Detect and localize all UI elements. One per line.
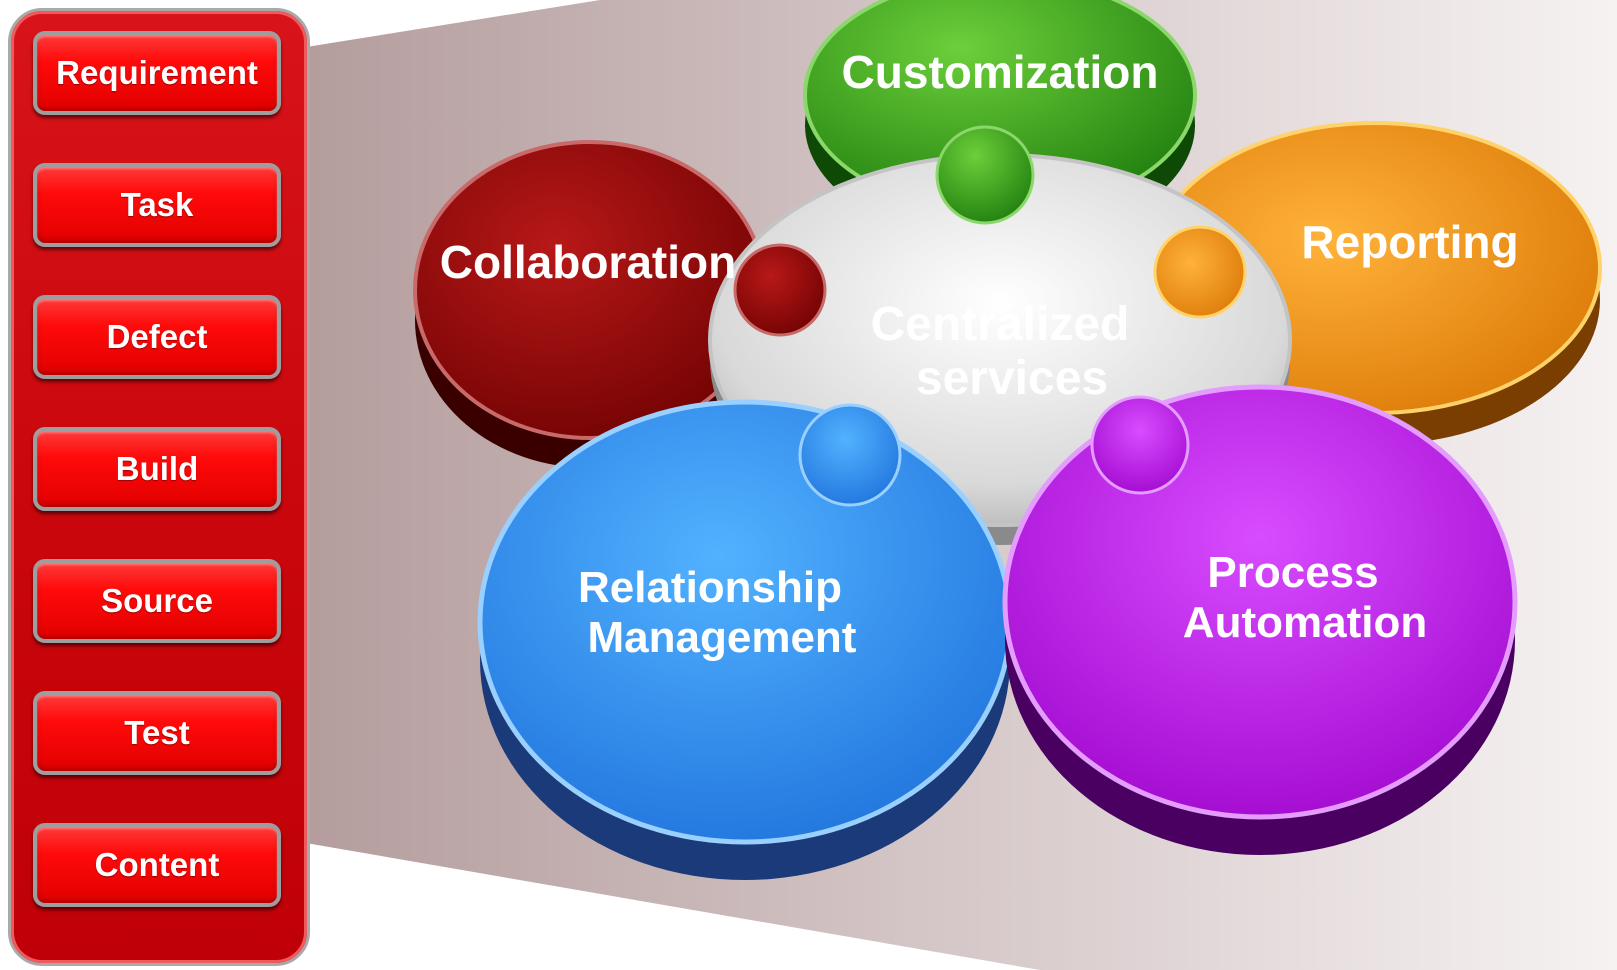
source-button[interactable]: Source <box>33 559 281 643</box>
collaboration-piece <box>413 140 767 468</box>
relationship-management-piece <box>477 399 1013 880</box>
relationship-label-line1: Relationship <box>578 563 842 612</box>
task-button[interactable]: Task <box>33 163 281 247</box>
relationship-label-line2: Management <box>588 613 857 662</box>
customization-label: Customization <box>842 46 1159 98</box>
sidebar-panel: Requirement Task Defect Build Source Tes… <box>8 8 310 966</box>
build-button[interactable]: Build <box>33 427 281 511</box>
process-label-line2: Automation <box>1183 598 1427 647</box>
test-button[interactable]: Test <box>33 691 281 775</box>
process-label-line1: Process <box>1207 548 1378 597</box>
center-label-line1: Centralized <box>871 298 1130 351</box>
content-button[interactable]: Content <box>33 823 281 907</box>
reporting-label: Reporting <box>1301 216 1518 268</box>
center-label-line2: services <box>916 352 1108 405</box>
defect-button[interactable]: Defect <box>33 295 281 379</box>
requirement-button[interactable]: Requirement <box>33 31 281 115</box>
collaboration-label: Collaboration <box>440 236 736 288</box>
process-automation-piece <box>1002 384 1518 855</box>
